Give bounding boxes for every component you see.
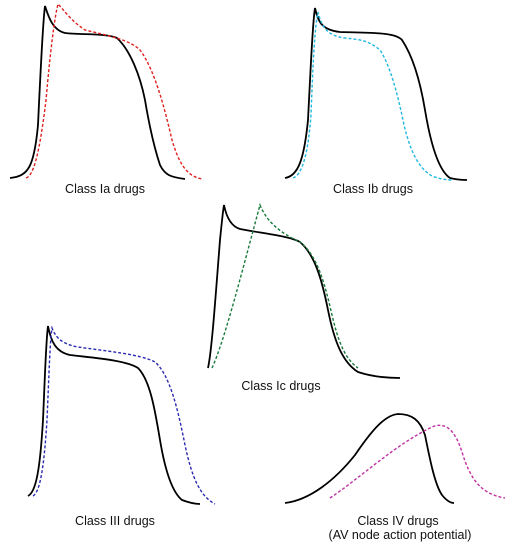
caption-class-ib: Class Ib drugs [333,182,413,196]
baseline-action-potential-trace [284,7,468,181]
caption-class-iii: Class III drugs [75,514,155,528]
caption-class-ic: Class Ic drugs [241,379,321,393]
baseline-action-potential-trace [27,325,201,505]
baseline-action-potential-trace [284,413,455,504]
panel-class-ic [207,202,401,379]
baseline-action-potential-trace [207,204,401,379]
panel-class-iii [27,325,216,505]
drug-action-potential-trace [211,202,359,369]
drug-action-potential-trace [329,424,505,499]
caption-class-ia: Class Ia drugs [65,182,145,196]
baseline-action-potential-trace [9,5,186,180]
caption-class-iv: Class IV drugs [357,514,439,528]
caption-class-iv-subtitle: (AV node action potential) [328,528,472,542]
panel-class-ib [284,7,468,181]
panel-class-ia [9,2,203,180]
drug-action-potential-trace [25,2,203,180]
drug-action-potential-trace [32,325,216,505]
panel-class-iv [284,413,505,504]
drug-action-potential-trace [292,11,453,181]
